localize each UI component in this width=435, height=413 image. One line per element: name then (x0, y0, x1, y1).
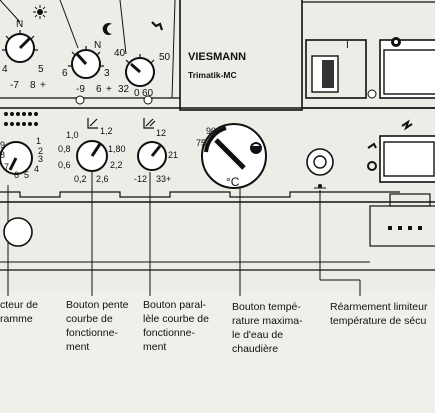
parallel-curve-icon (143, 118, 156, 129)
day-dial-label-4: 4 (2, 64, 8, 75)
heating-curve-slope-dial[interactable] (76, 140, 108, 172)
model-name: Trimatik-MC (188, 70, 237, 80)
emission-test-switch-rocker (322, 60, 334, 88)
mode-icons (367, 142, 377, 171)
water-dial-label-32: 32 (118, 84, 130, 95)
operating-mode-switch[interactable] (379, 135, 435, 183)
safety-limiter-reset-button[interactable] (306, 148, 334, 176)
sun-icon (33, 5, 47, 19)
brand-logo: VIESMANN (188, 51, 246, 63)
program-label-7: 7 (4, 162, 9, 172)
coding-plug-cover[interactable] (3, 217, 33, 247)
night-dial-label-plus: + (106, 84, 112, 95)
main-switch[interactable] (379, 39, 435, 99)
caption-reset-limiter: Réarmement limiteur température de sécu (330, 301, 428, 327)
slope-label-0-6: 0,6 (58, 160, 71, 170)
caption-parallel-knob: Bouton paral- lèle courbe de fonctionne-… (143, 299, 209, 353)
tap-icon (151, 21, 164, 31)
night-dial-n-label: N (94, 40, 101, 51)
night-dial-label-6b: 6 (96, 84, 102, 95)
switch-mark-i: I (346, 40, 349, 51)
parallel-label-21: 21 (168, 150, 178, 160)
heating-curve-parallel-dial[interactable] (137, 141, 167, 171)
day-dial-label-minus7: -7 (10, 80, 19, 91)
boiler-label-90: 90 (206, 126, 216, 136)
night-dial-label-minus9: -9 (76, 84, 85, 95)
program-symbols-row (4, 112, 38, 126)
caption-boiler-temperature-knob: Bouton tempé- rature maxima- le d'eau de… (232, 301, 303, 355)
night-temperature-dial[interactable] (68, 46, 104, 79)
chimney-sweep-icon (401, 119, 413, 131)
caption-slope-knob: Bouton pente courbe de fonctionne- ment (66, 299, 129, 353)
slope-label-1-0: 1,0 (66, 130, 79, 140)
day-dial-n-label: N (16, 19, 23, 30)
program-label-5: 5 (24, 170, 29, 180)
slope-label-0-2: 0,2 (74, 174, 87, 184)
slope-label-0-8: 0,8 (58, 144, 71, 154)
water-dial-label-40: 40 (114, 48, 126, 59)
program-label-9: 9 (0, 140, 5, 150)
day-dial-label-8: 8 (30, 80, 36, 91)
slope-label-1-2: 1,2 (100, 126, 113, 136)
program-label-6: 6 (14, 170, 19, 180)
program-label-3: 3 (38, 154, 43, 164)
parallel-label-33plus: 33+ (156, 174, 171, 184)
upper-panel-frame (179, 0, 303, 111)
slope-curve-icon (87, 118, 98, 129)
water-dial-label-50: 50 (159, 52, 171, 63)
program-label-1: 1 (36, 136, 41, 146)
hot-water-temperature-dial[interactable] (125, 54, 155, 87)
program-label-2: 2 (38, 146, 43, 156)
slope-label-1-80: 1,80 (108, 144, 126, 154)
reset-symbol-icon (314, 184, 326, 189)
program-label-4: 4 (34, 164, 39, 174)
water-dial-label-0: 0 (134, 88, 140, 99)
caption-program-selector: cteur de ramme (0, 299, 38, 325)
switch-housing (305, 39, 367, 99)
indicator-led-power (367, 89, 377, 99)
day-dial-label-5: 5 (38, 64, 44, 75)
parallel-label-12: 12 (156, 128, 166, 138)
boiler-unit-label: °C (226, 175, 240, 189)
boiler-flame-icon (250, 142, 262, 154)
indicator-led-water (143, 95, 153, 105)
indicator-led-night (75, 95, 85, 105)
day-dial-label-plus: + (40, 80, 46, 91)
moon-icon (102, 23, 112, 35)
slope-label-2-2: 2,2 (110, 160, 123, 170)
program-selector-dial[interactable] (0, 141, 33, 175)
day-temperature-dial[interactable] (2, 30, 38, 63)
program-label-8: 8 (0, 150, 5, 160)
boiler-label-75: 75 (196, 138, 206, 148)
boiler-temperature-dial[interactable] (201, 123, 267, 189)
night-dial-label-3: 3 (104, 68, 110, 79)
water-dial-label-60: 60 (142, 88, 154, 99)
slope-label-2-6: 2,6 (96, 174, 109, 184)
night-dial-label-6: 6 (62, 68, 68, 79)
parallel-label-minus12: -12 (134, 174, 147, 184)
